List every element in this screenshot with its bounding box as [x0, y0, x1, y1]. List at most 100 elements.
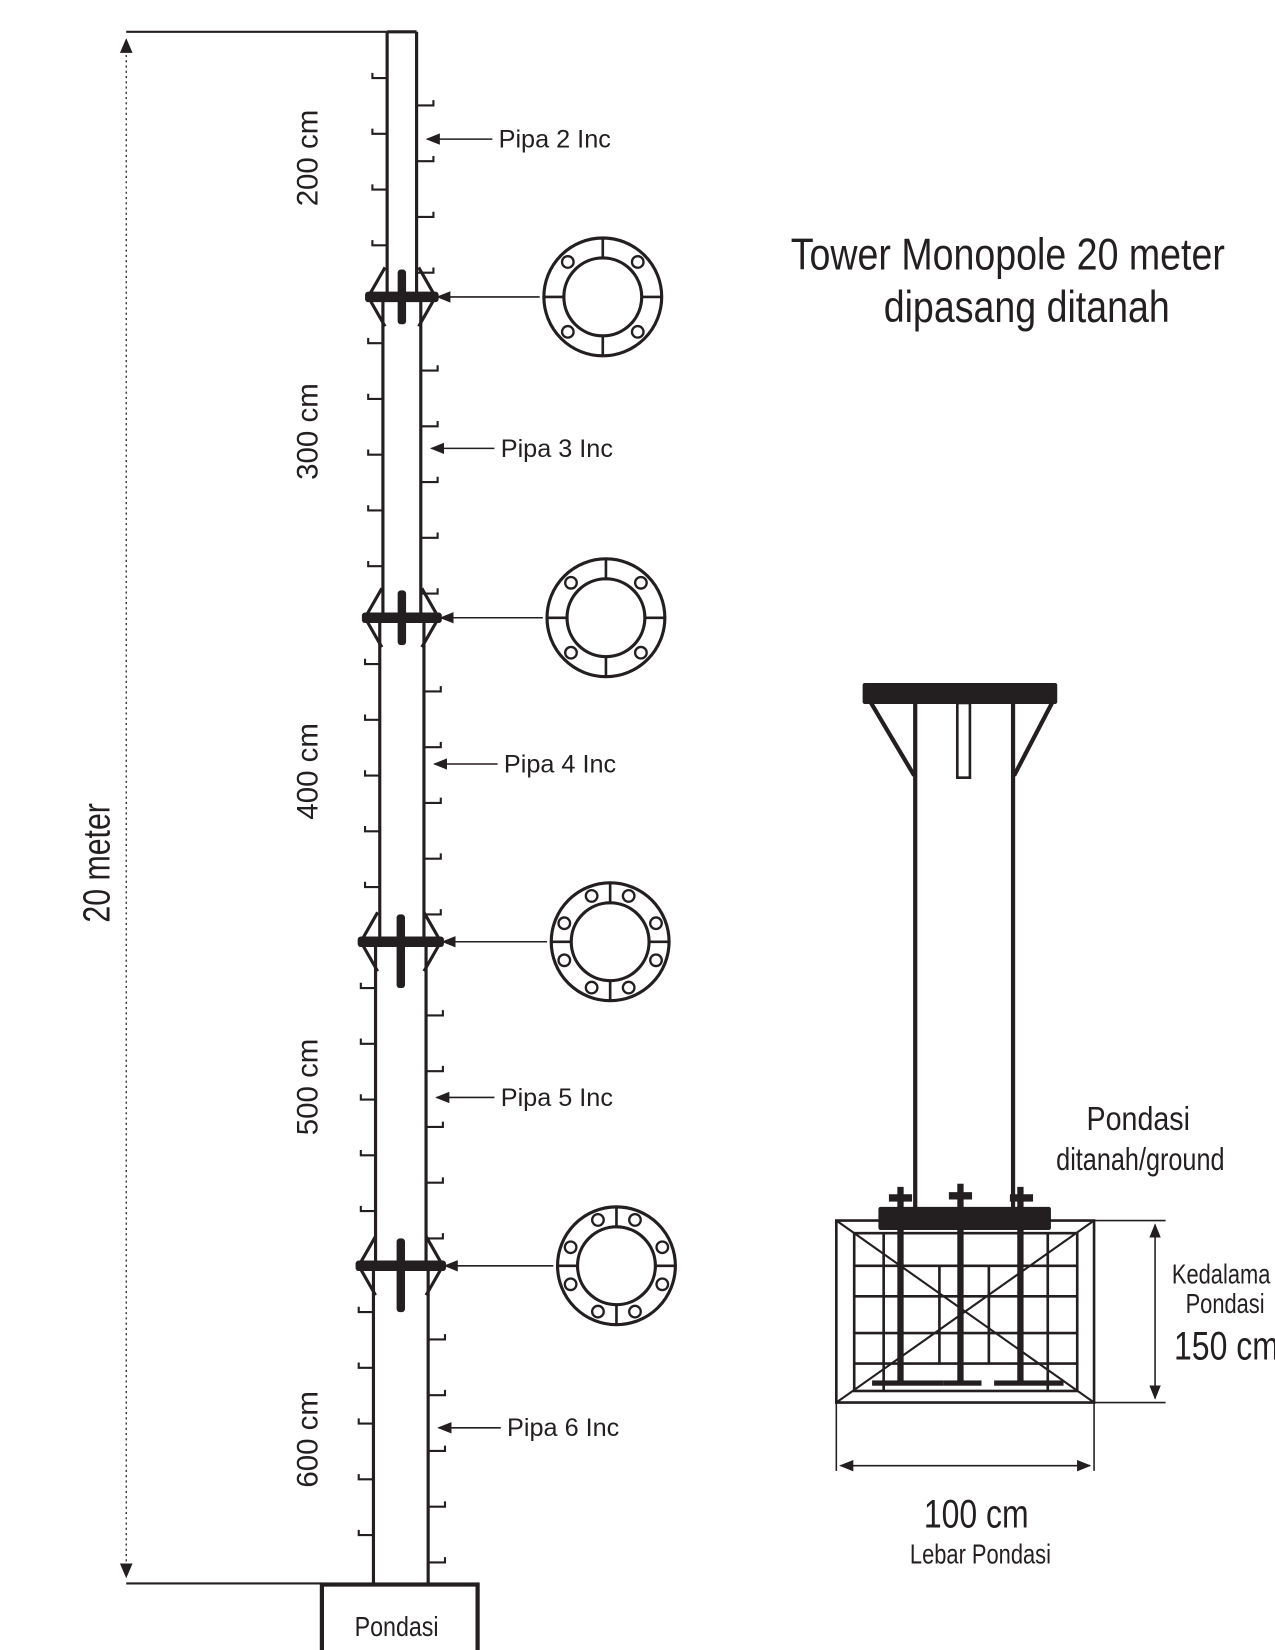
depth-label-2: Pondasi	[1186, 1290, 1265, 1320]
title-line-2: dipasang ditanah	[884, 282, 1170, 332]
step-rung	[426, 1121, 444, 1128]
detail-pole	[862, 682, 1058, 1208]
step-rung	[367, 505, 383, 512]
flange-joint-1	[365, 236, 664, 358]
step-rung	[423, 741, 442, 749]
step-rung	[416, 155, 435, 163]
bolt-hole	[560, 324, 575, 339]
pipe-label: Pipa 6 Inc	[507, 1414, 619, 1442]
step-rung	[357, 1306, 374, 1314]
total-height-dimension: 20 meter	[76, 30, 388, 1585]
foundation-cage	[835, 1183, 1096, 1404]
step-rung	[359, 1094, 376, 1101]
bolt-hole	[630, 255, 645, 269]
step-rung	[363, 881, 380, 889]
pipe-label: Pipa 2 Inc	[499, 126, 611, 154]
depth-label-1: Kedalama	[1172, 1260, 1271, 1290]
segment-length-label: 600 cm	[292, 1391, 325, 1488]
flange-plate-icon	[555, 1205, 677, 1327]
step-rung	[359, 1205, 376, 1213]
step-rung	[420, 365, 439, 372]
step-rung	[423, 909, 442, 916]
bolt-hole	[630, 324, 645, 339]
step-rung	[367, 337, 383, 345]
depth-dimension: Kedalama Pondasi 150 cm	[1094, 1219, 1275, 1404]
step-rung	[371, 128, 388, 135]
pipe-label: Pipa 3 Inc	[501, 435, 613, 463]
base-foundation: Pondasi	[319, 1582, 480, 1650]
base-label: Pondasi	[355, 1612, 439, 1642]
width-value: 100 cm	[924, 1491, 1029, 1536]
flange-plate-icon	[545, 557, 667, 679]
step-rung	[426, 1065, 444, 1073]
flange-plate-icon	[542, 236, 664, 358]
bolt-hole	[649, 916, 663, 931]
step-rung	[426, 1010, 444, 1017]
step-rung	[420, 421, 439, 428]
step-rung	[363, 714, 380, 721]
title-line-1: Tower Monopole 20 meter	[791, 230, 1225, 280]
pipe-label: Pipa 4 Inc	[504, 750, 616, 778]
flange-joint-3	[357, 881, 671, 1003]
step-rung	[420, 476, 439, 484]
step-rung	[367, 560, 383, 568]
bolt-hole	[557, 953, 572, 968]
bolt-hole	[655, 1240, 670, 1255]
segment-length-label: 500 cm	[292, 1039, 325, 1136]
bolt-hole	[590, 1212, 605, 1227]
segment-length-label: 300 cm	[292, 383, 325, 480]
bolt-hole	[655, 1277, 670, 1292]
step-rung	[359, 1038, 376, 1045]
foundation-label-2: ditanah/ground	[1056, 1142, 1224, 1177]
bolt-hole	[621, 888, 636, 903]
step-rung	[367, 393, 383, 401]
step-rung	[428, 1334, 447, 1341]
step-rung	[428, 1389, 447, 1397]
step-rung	[363, 826, 380, 833]
segment-length-label: 400 cm	[292, 723, 325, 820]
step-rung	[426, 1177, 444, 1184]
pole-segment-2: 300 cm Pipa 3 Inc	[292, 296, 613, 618]
flange-joint-2	[361, 557, 667, 679]
step-rung	[371, 72, 388, 80]
foundation-label-1: Pondasi	[1087, 1100, 1190, 1138]
step-rung	[423, 797, 442, 804]
bolt-hole	[649, 953, 663, 968]
step-rung	[359, 982, 376, 990]
bolt-hole	[564, 575, 578, 590]
step-rung	[363, 770, 380, 777]
step-rung	[357, 1474, 374, 1481]
step-rung	[371, 184, 388, 191]
step-rung	[416, 100, 435, 107]
step-rung	[357, 1362, 374, 1369]
step-rung	[423, 686, 442, 693]
pole-segment-3: 400 cm Pipa 4 Inc	[292, 617, 616, 942]
pipe-label: Pipa 5 Inc	[501, 1084, 613, 1112]
pole-segment-4: 500 cm Pipa 5 Inc	[292, 941, 613, 1266]
pole-segment-5: 600 cm Pipa 6 Inc	[292, 1265, 619, 1584]
step-rung	[428, 1557, 447, 1564]
bolt-hole	[563, 1240, 578, 1255]
step-rung	[428, 1445, 447, 1452]
step-rung	[423, 853, 442, 860]
step-rung	[416, 211, 435, 219]
step-rung	[357, 1418, 374, 1425]
step-rung	[367, 449, 383, 456]
bolt-hole	[560, 255, 575, 269]
bolt-hole	[628, 1212, 642, 1227]
depth-value: 150 cm	[1174, 1323, 1275, 1368]
step-rung	[428, 1501, 447, 1508]
bolt-hole	[633, 645, 648, 660]
width-label: Lebar Pondasi	[910, 1540, 1051, 1570]
bolt-hole	[633, 575, 648, 590]
step-rung	[357, 1529, 374, 1537]
bolt-hole	[590, 1304, 605, 1319]
flange-joint-4	[355, 1205, 677, 1327]
bolt-hole	[628, 1304, 642, 1319]
step-rung	[359, 1150, 376, 1157]
bolt-hole	[584, 980, 599, 995]
step-rung	[371, 240, 388, 247]
